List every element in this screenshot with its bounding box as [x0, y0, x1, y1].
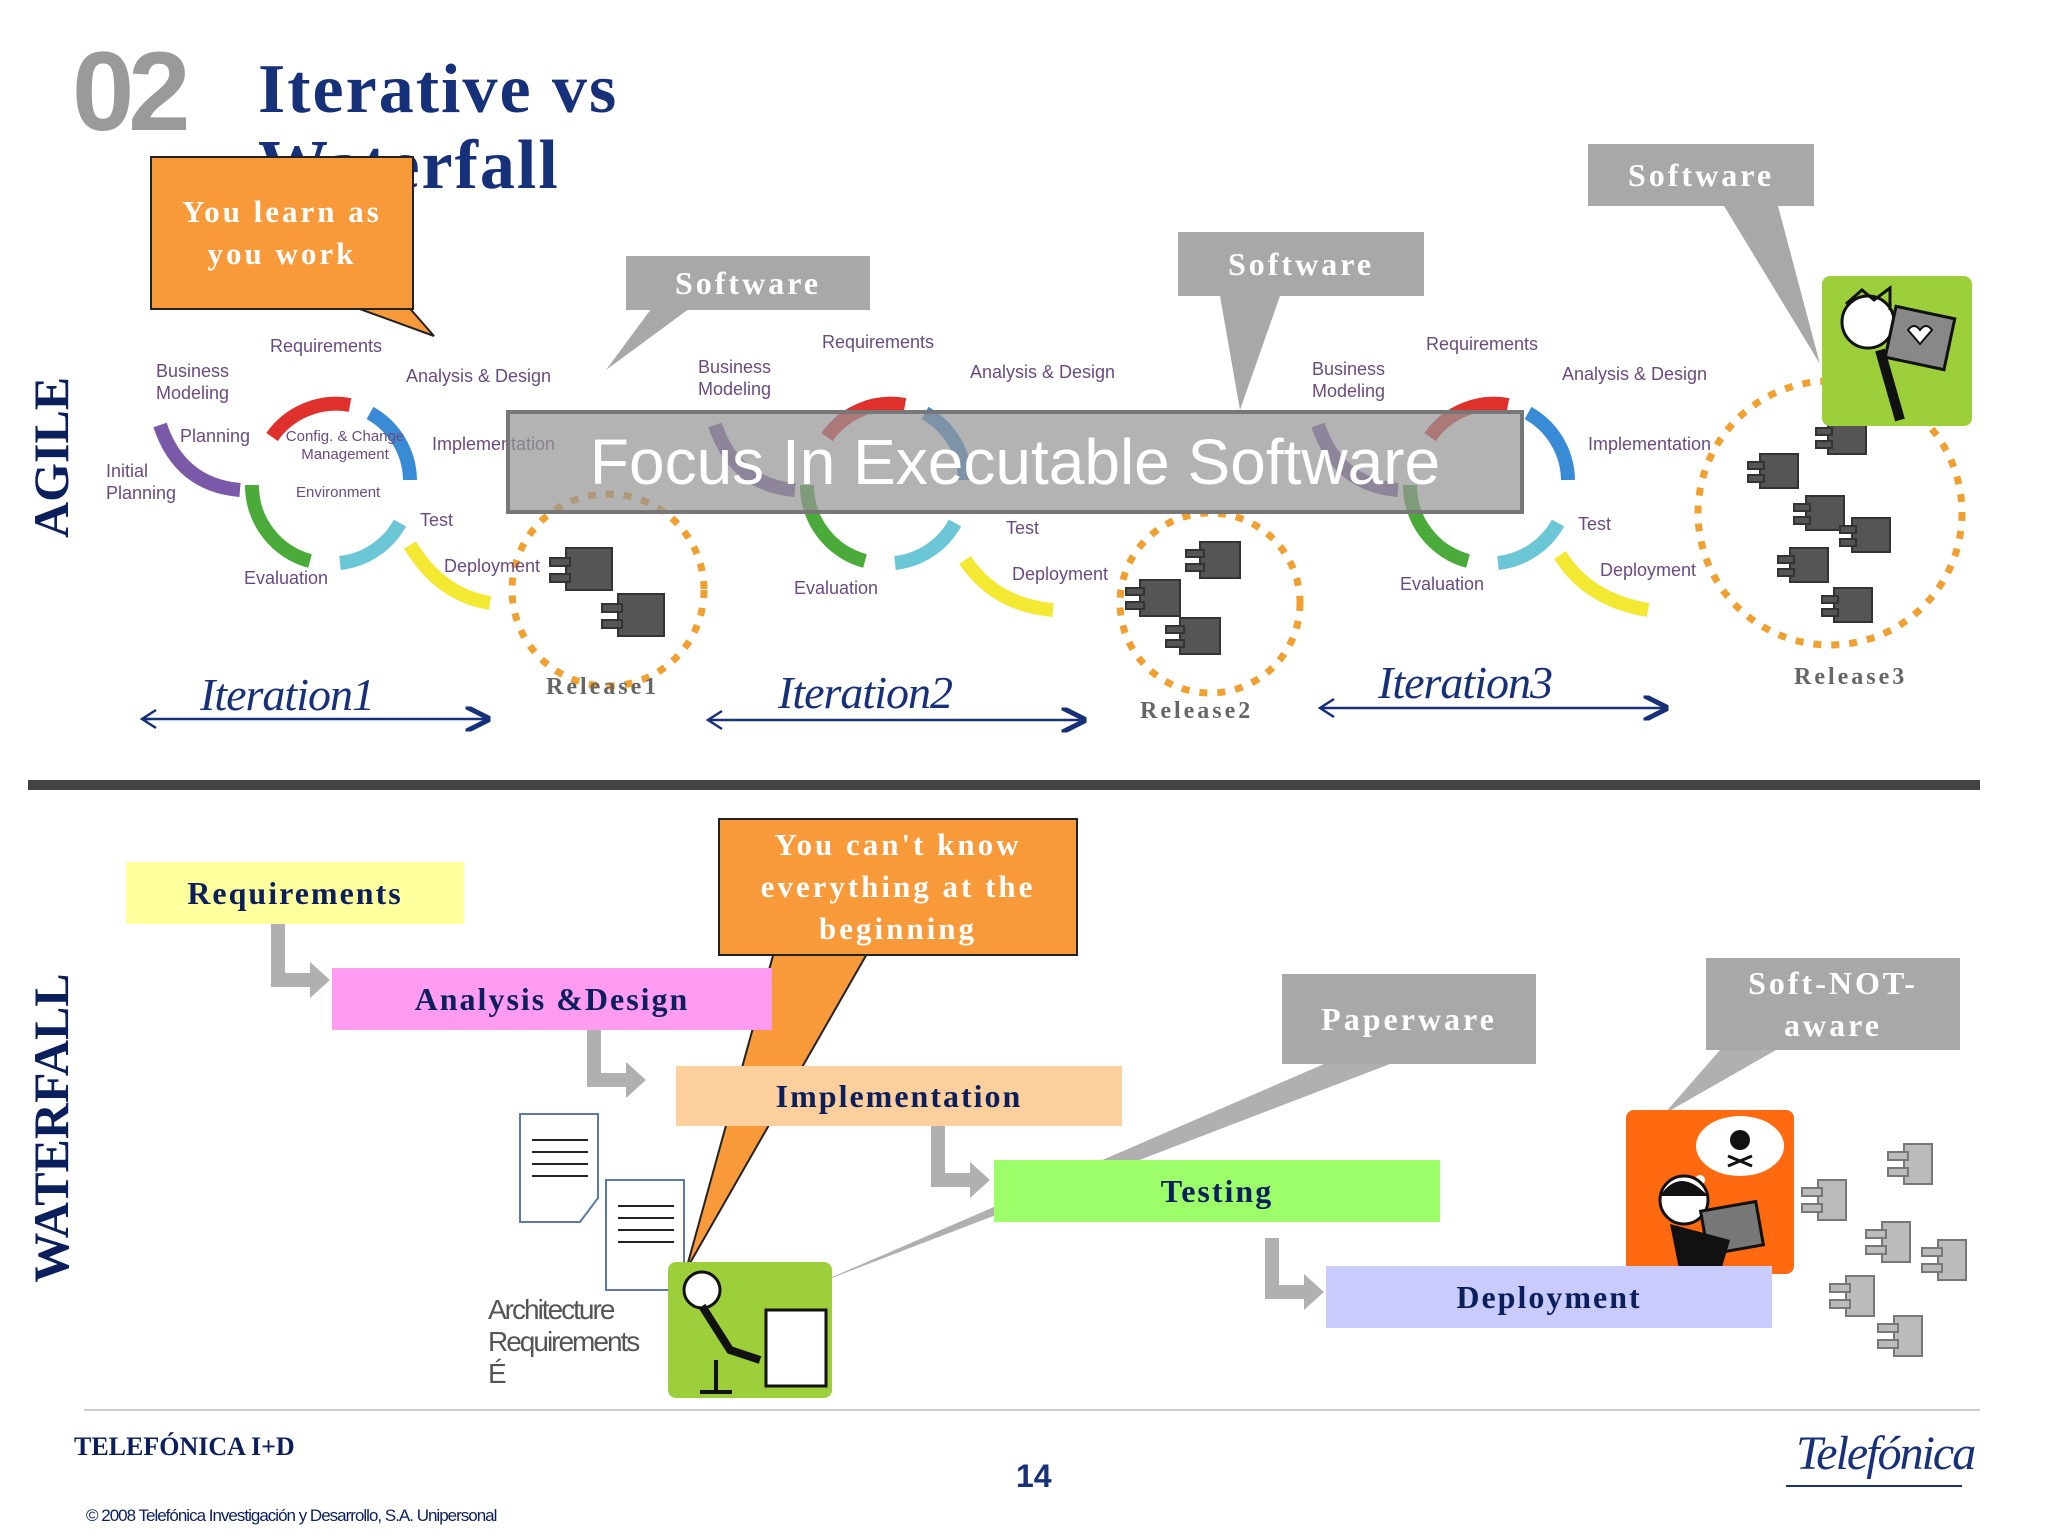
phase-analysis-design: Analysis &Design — [332, 968, 772, 1030]
cycle1-business-modeling-label: Business Modeling — [156, 361, 230, 403]
section-divider — [28, 780, 1980, 790]
focus-banner: Focus In Executable Software — [506, 410, 1524, 514]
cycle3-test-label: Test — [1578, 514, 1612, 534]
page-number: 14 — [1016, 1458, 1052, 1494]
cycle3-requirements-label: Requirements — [1426, 334, 1539, 354]
software-callout-2: Software — [1178, 232, 1424, 296]
cycle1-deployment-label: Deployment — [444, 556, 541, 576]
release2-components — [1125, 541, 1241, 655]
release1-label: Release1 — [546, 674, 660, 700]
happy-developer-image — [1822, 276, 1972, 426]
software-callout-3: Software — [1588, 144, 1814, 206]
paperware-callout: Paperware — [1282, 974, 1536, 1064]
cycle1-config-label: Config. & Change Management — [285, 428, 405, 463]
caption-requirements: Requirements — [488, 1326, 640, 1357]
iteration1-label: Iteration1 — [200, 669, 375, 720]
callout-cant-know-everything: You can't know everything at the beginni… — [718, 818, 1078, 956]
cycle2-business-modeling-label: Business Modeling — [698, 357, 772, 399]
iteration2-label: Iteration2 — [778, 667, 953, 718]
cycle3-implementation-label: Implementation — [1588, 434, 1712, 454]
software-callout-1: Software — [626, 256, 870, 310]
cycle3-business-modeling-label: Business Modeling — [1312, 359, 1386, 401]
cycle3-analysis-design-label: Analysis & Design — [1562, 364, 1708, 384]
phase-implementation: Implementation — [676, 1066, 1122, 1126]
release2-circle — [1116, 509, 1304, 697]
caption-architecture: Architecture — [488, 1294, 615, 1325]
release2-label: Release2 — [1140, 698, 1254, 724]
cycle1-test-label: Test — [420, 510, 454, 530]
iteration3-label: Iteration3 — [1378, 657, 1553, 708]
slide-number: 02 — [72, 29, 191, 154]
footer-copyright: © 2008 Telefónica Investigación y Desarr… — [86, 1506, 497, 1525]
phase-deployment: Deployment — [1326, 1266, 1772, 1328]
cycle1-evaluation-label: Evaluation — [244, 568, 329, 588]
release3-components — [1747, 419, 1891, 623]
cycle1-requirements-label: Requirements — [270, 336, 383, 356]
cycle1-initial-planning-label: Initial Planning — [106, 461, 177, 503]
release1-components — [549, 547, 665, 637]
cycle-diagram-1 — [153, 396, 492, 610]
phase-testing: Testing — [994, 1160, 1440, 1222]
soft-not-aware-callout: Soft-NOT-aware — [1706, 958, 1960, 1050]
document-caption: Architecture Requirements É — [488, 1294, 640, 1390]
cycle1-planning-label: Planning — [180, 426, 251, 446]
cycle2-requirements-label: Requirements — [822, 332, 935, 352]
cycle1-analysis-design-label: Analysis & Design — [406, 366, 552, 386]
cycle1-environment-label: Environment — [296, 484, 381, 501]
cycle2-test-label: Test — [1006, 518, 1040, 538]
cycle3-evaluation-label: Evaluation — [1400, 574, 1485, 594]
caption-etc: É — [488, 1358, 507, 1389]
phase-requirements: Requirements — [126, 862, 464, 924]
footer-company: TELEFÓNICA I+D — [74, 1432, 295, 1461]
telefonica-logo: Telefónica — [1796, 1427, 1976, 1480]
cycle3-deployment-label: Deployment — [1600, 560, 1697, 580]
callout-learn-as-you-work: You learn as you work — [150, 156, 414, 310]
cycle2-deployment-label: Deployment — [1012, 564, 1109, 584]
cycle2-analysis-design-label: Analysis & Design — [970, 362, 1116, 382]
release3-label: Release3 — [1794, 664, 1908, 690]
release3-circle — [1694, 377, 1966, 649]
cycle2-evaluation-label: Evaluation — [794, 578, 879, 598]
